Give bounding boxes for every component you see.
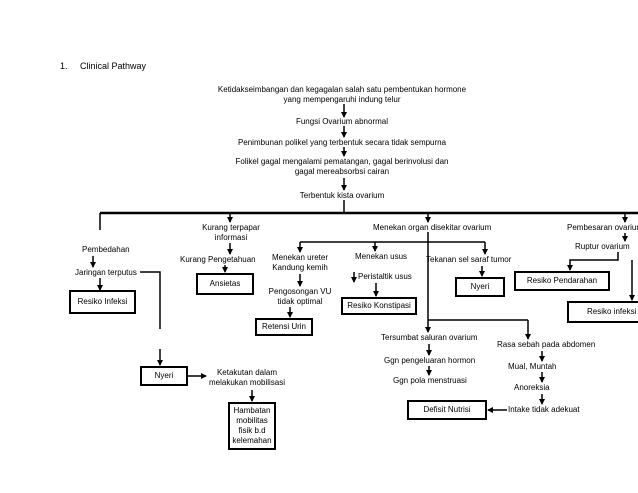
- node-ovarian-rupture: Ruptur ovarium: [575, 242, 630, 251]
- node-bladder-emptying: Pengosongan VU tidak optimal: [268, 287, 332, 306]
- node-inadequate-intake: Intake tidak adekuat: [508, 405, 580, 414]
- diagnosis-nutrition-deficit: Defisit Nutrisi: [407, 400, 487, 420]
- node-ovarian-enlargement: Pembesaran ovarium: [567, 223, 638, 232]
- node-follicle-failure: Folikel gagal mengalami pematangan, gaga…: [235, 157, 449, 176]
- node-knowledge-deficit: Kurang Pengetahuan: [180, 255, 256, 264]
- node-ovarian-duct-blocked: Tersumbat saluran ovarium: [381, 333, 478, 342]
- diagnosis-bleeding-risk: Resiko Pendarahan: [514, 271, 610, 291]
- node-bowel-pressure: Menekan usus: [355, 252, 408, 261]
- node-cyst-formed: Terbentuk kista ovarium: [299, 191, 385, 200]
- node-mobilization-fear: Ketakutan dalam melakukan mobilisasi: [208, 368, 286, 387]
- connector-40: [567, 252, 619, 271]
- diagnosis-constipation-risk: Resiko Konstipasi: [341, 297, 417, 315]
- diagram-title: Clinical Pathway: [80, 61, 147, 71]
- diagnosis-infection-risk-2: Resiko infeksi: [567, 301, 638, 323]
- node-lack-of-information: Kurang terpapar informasi: [202, 223, 260, 242]
- heading-number: 1.: [60, 61, 68, 71]
- node-anorexia: Anoreksia: [514, 383, 550, 392]
- diagnosis-anxiety: Ansietas: [196, 273, 254, 295]
- diagnosis-urinary-retention: Retensi Urin: [255, 318, 313, 336]
- diagnosis-impaired-mobility: Hambatan mobilitas fisik b.d kelemahan: [228, 402, 276, 450]
- diagnosis-pain-2: Nyeri: [455, 277, 505, 297]
- node-pressure-on-organs: Menekan organ disekitar ovarium: [373, 223, 492, 232]
- connector-13: [140, 271, 161, 329]
- node-hormone-imbalance: Ketidakseimbangan dan kegagalan salah sa…: [217, 85, 467, 104]
- node-hormone-disturbance: Ggn pengeluaran hormon: [384, 356, 476, 365]
- node-tissue-severed: Jaringan terputus: [75, 268, 137, 277]
- node-nausea-vomiting: Mual, Muntah: [508, 362, 557, 371]
- node-menstrual-disturbance: Ggn pola menstruasi: [393, 376, 467, 385]
- node-ureter-pressure: Menekan ureter Kandung kemih: [271, 253, 329, 272]
- diagnosis-pain-1: Nyeri: [140, 366, 188, 386]
- node-ovarian-function: Fungsi Ovarium abnormal: [295, 117, 389, 126]
- node-abdominal-fullness: Rasa sebah pada abdomen: [497, 340, 596, 349]
- node-peristalsis: Peristaltik usus: [358, 272, 412, 281]
- node-surgery: Pembedahan: [82, 245, 130, 254]
- node-nerve-pressure: Tekanan sel saraf tumor: [426, 255, 512, 264]
- diagnosis-infection-risk: Resiko Infeksi: [69, 290, 136, 314]
- node-follicle-accumulation: Penimbunan polikel yang terbentuk secara…: [237, 138, 447, 147]
